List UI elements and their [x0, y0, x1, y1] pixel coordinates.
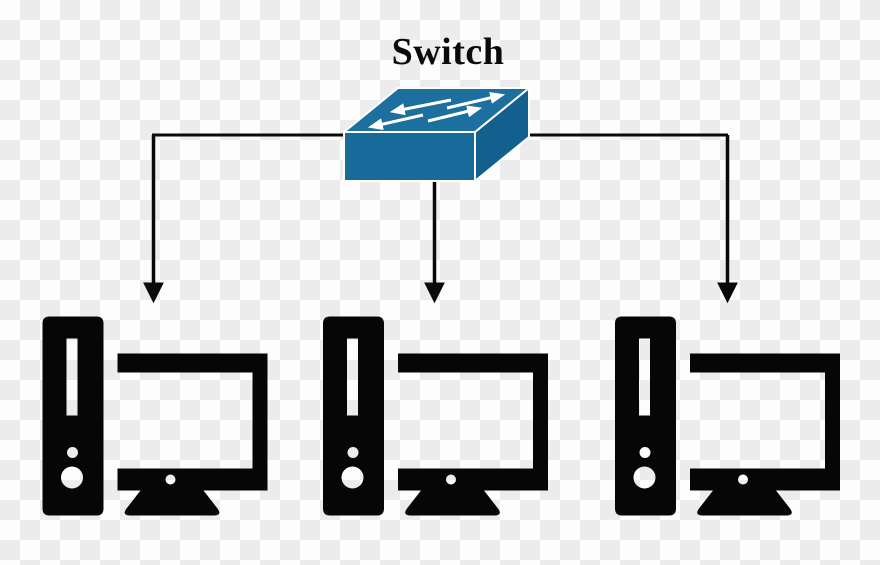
switch-arrow-right-2 [427, 105, 483, 123]
computer-pc2 [323, 316, 548, 516]
switch-arrow-right-1 [446, 91, 506, 110]
switch-port-arrows [367, 91, 506, 131]
computer-pc3 [615, 316, 840, 516]
diagram-title: Switch [391, 31, 505, 73]
switch-arrow-left-1 [389, 98, 452, 116]
switch-front-face [343, 131, 476, 182]
switch-icon [343, 87, 530, 182]
computer-pc1 [42, 316, 268, 516]
switch-arrow-left-2 [367, 113, 424, 131]
